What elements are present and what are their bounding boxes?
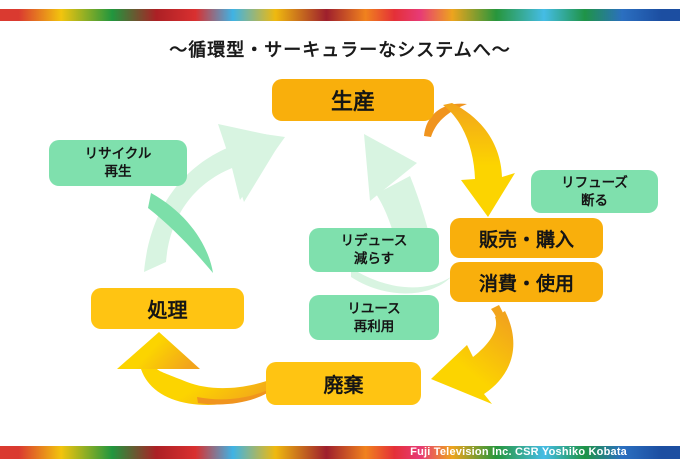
action-reduce-line2: 減らす — [353, 251, 395, 266]
stage-sales: 販売・購入 — [450, 218, 603, 258]
stage-treatment: 処理 — [91, 288, 244, 329]
stage-production: 生産 — [272, 79, 434, 121]
stage-consumption: 消費・使用 — [450, 262, 603, 302]
top-rainbow-band — [0, 9, 680, 21]
action-recycle-line2: 再生 — [104, 164, 132, 179]
action-refuse-line1: リフューズ — [561, 174, 628, 190]
slide-title: ～循環型・サーキュラーなシステムへ～ — [169, 40, 511, 60]
action-reuse: リユース 再利用 — [309, 295, 439, 340]
action-recycle: リサイクル 再生 — [49, 140, 187, 186]
credit-text: Fuji Television Inc. CSR Yoshiko Kobata — [410, 446, 627, 458]
recycle-arrow-left — [144, 124, 285, 272]
action-reuse-line2: 再利用 — [353, 318, 395, 334]
arrow-production-to-sales — [424, 103, 515, 217]
recycle-arc-center — [351, 268, 451, 294]
action-reduce-line1: リデュース — [340, 233, 408, 249]
action-refuse-line2: 断る — [581, 192, 608, 208]
action-reuse-line1: リユース — [347, 300, 401, 316]
action-refuse: リフューズ 断る — [531, 170, 658, 213]
recycle-arc-left — [148, 193, 213, 273]
arrow-consumption-to-disposal — [431, 305, 514, 404]
action-reduce: リデュース 減らす — [309, 228, 439, 272]
bottom-rainbow-band: Fuji Television Inc. CSR Yoshiko Kobata — [0, 446, 680, 459]
stage-disposal: 廃棄 — [266, 362, 421, 405]
action-recycle-line1: リサイクル — [84, 146, 152, 162]
arrow-disposal-to-treatment — [117, 332, 278, 405]
